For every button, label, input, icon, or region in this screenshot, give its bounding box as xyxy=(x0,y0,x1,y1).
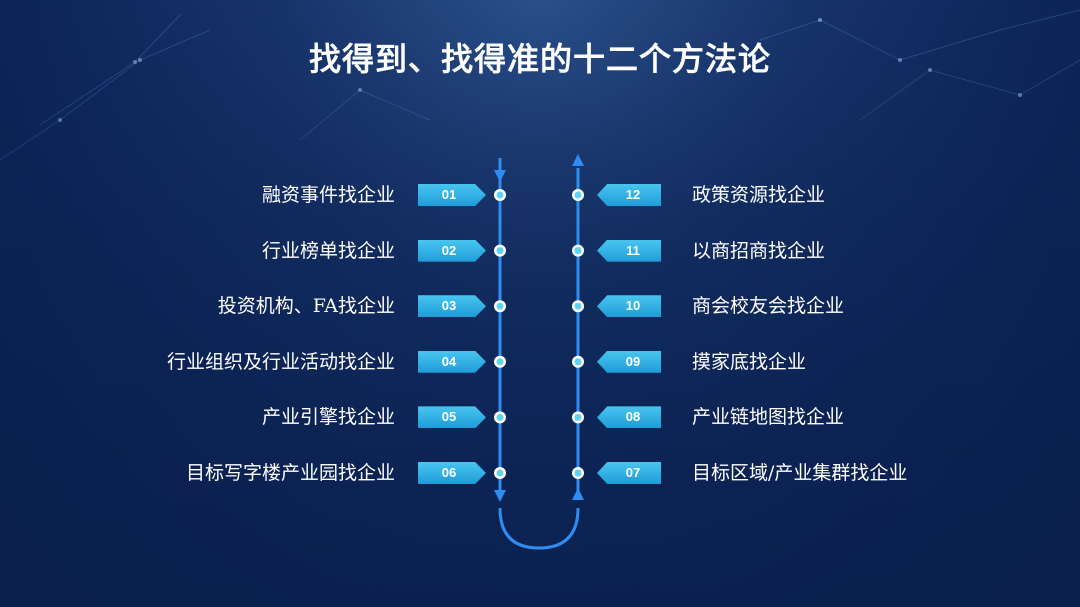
method-label-left: 目标写字楼产业园找企业 xyxy=(185,462,395,484)
timeline-dot-right-center xyxy=(574,469,582,477)
method-number-badge: 07 xyxy=(597,462,661,484)
method-number-badge: 12 xyxy=(597,184,661,206)
method-label-right: 产业链地图找企业 xyxy=(692,406,845,429)
timeline-dot-left-center xyxy=(496,191,504,199)
timeline-dot-left-center xyxy=(496,247,504,255)
bottom-u-curve xyxy=(498,507,580,550)
method-label-left: 行业组织及行业活动找企业 xyxy=(166,350,395,373)
timeline-dot-right-center xyxy=(574,413,582,421)
up-arrow-icon-bottom xyxy=(572,488,584,500)
method-number-badge: 03 xyxy=(418,295,486,318)
method-label-left: 产业引擎找企业 xyxy=(261,406,395,429)
method-number-badge: 06 xyxy=(418,462,486,484)
method-number-badge: 11 xyxy=(597,239,661,262)
method-label-right: 政策资源找企业 xyxy=(692,184,826,206)
method-label-left: 投资机构、FA找企业 xyxy=(217,295,395,318)
timeline-path xyxy=(498,158,580,550)
method-label-right: 目标区域/产业集群找企业 xyxy=(692,462,908,484)
method-number-badge: 01 xyxy=(418,184,486,206)
method-label-right: 以商招商找企业 xyxy=(692,239,826,262)
down-arrow-icon-bottom xyxy=(494,490,506,502)
timeline-dot-right-center xyxy=(574,302,582,310)
timeline-dot-left-center xyxy=(496,413,504,421)
method-label-left: 行业榜单找企业 xyxy=(261,239,395,262)
timeline-dot-left-center xyxy=(496,302,504,310)
method-number-badge: 02 xyxy=(418,239,486,262)
method-label-right: 商会校友会找企业 xyxy=(692,295,845,318)
timeline-dot-right-center xyxy=(574,191,582,199)
method-number-badge: 05 xyxy=(418,406,486,429)
up-arrow-icon xyxy=(572,154,584,166)
method-number-badge: 09 xyxy=(597,350,661,373)
method-number-badge: 10 xyxy=(597,295,661,318)
method-label-right: 摸家底找企业 xyxy=(692,350,807,373)
timeline-dot-left-center xyxy=(496,358,504,366)
method-number-badge: 08 xyxy=(597,406,661,429)
page-title: 找得到、找得准的十二个方法论 xyxy=(308,40,771,78)
method-number-badge: 04 xyxy=(418,350,486,373)
method-label-left: 融资事件找企业 xyxy=(261,184,395,206)
timeline-dot-right-center xyxy=(574,358,582,366)
timeline-dot-right-center xyxy=(574,247,582,255)
down-arrow-icon xyxy=(494,170,506,182)
timeline-dot-left-center xyxy=(496,469,504,477)
